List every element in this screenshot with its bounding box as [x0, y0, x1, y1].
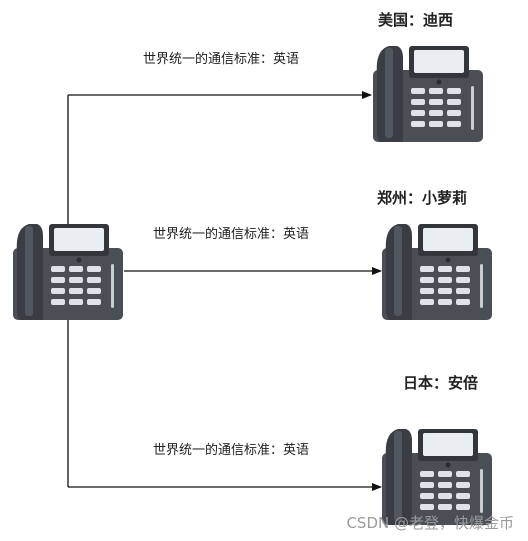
- receiver-name-japan: 日本：安倍: [403, 374, 479, 392]
- receiver-name-zhengzhou: 郑州：小萝莉: [377, 189, 468, 207]
- protocol-label-top: 世界统一的通信标准：英语: [143, 52, 300, 67]
- telephone-icon: [373, 46, 483, 142]
- telephone-icon: [13, 224, 123, 320]
- telephone-icon: [382, 224, 492, 320]
- watermark: CSDN @老登，快爆金币: [346, 514, 514, 532]
- receiver-name-usa: 美国：迪西: [378, 11, 454, 29]
- protocol-label-middle: 世界统一的通信标准：英语: [153, 227, 310, 242]
- protocol-label-bottom: 世界统一的通信标准：英语: [153, 443, 310, 458]
